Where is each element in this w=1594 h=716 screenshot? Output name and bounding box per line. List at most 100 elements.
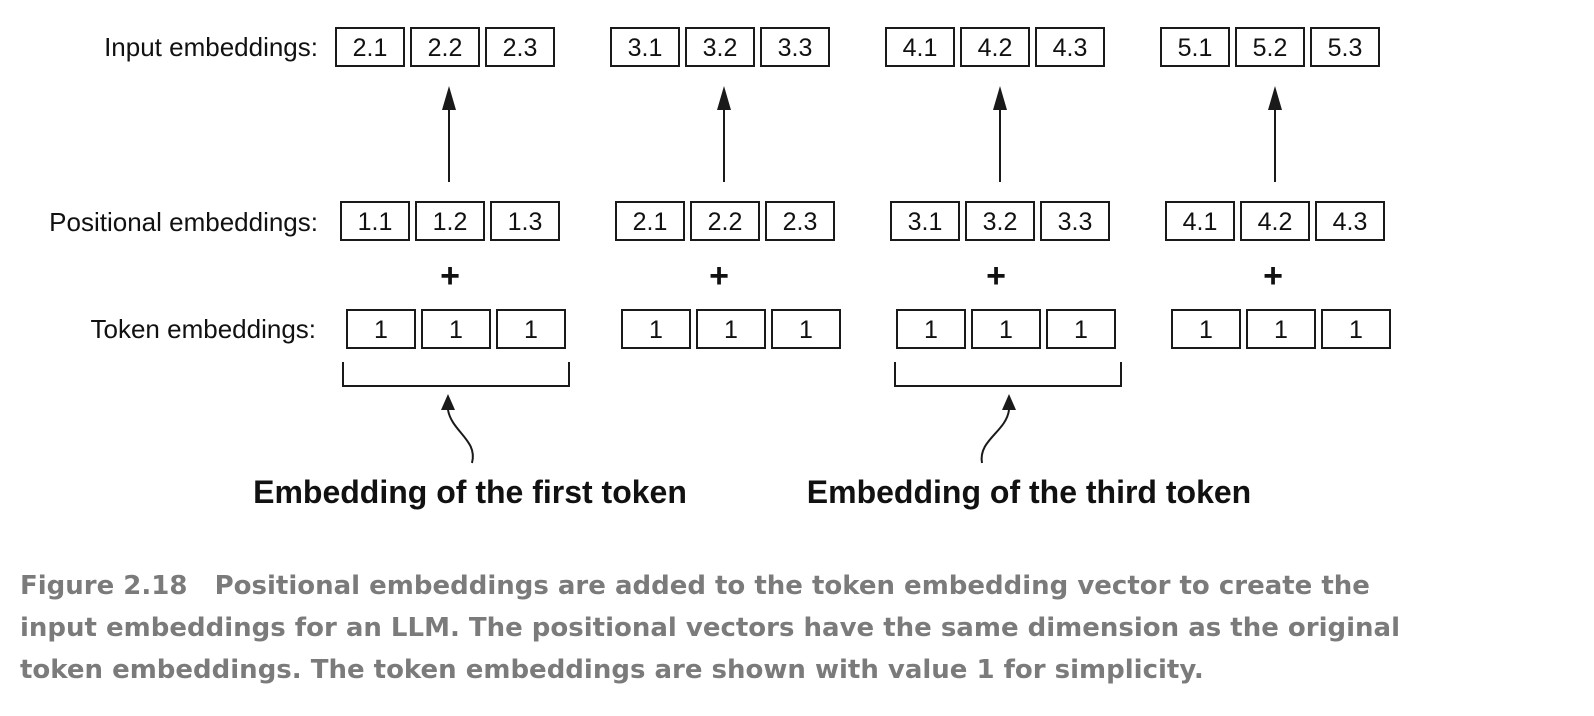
positional-cell-value: 4.1 <box>1183 208 1218 236</box>
input-cell-box <box>1160 27 1230 67</box>
token-cell-value: 1 <box>1274 316 1288 344</box>
third-token-pointer-arrowhead <box>1002 394 1016 410</box>
token-cell-box <box>496 309 566 349</box>
plus-sign-1: + <box>440 257 460 295</box>
token-cell-box <box>421 309 491 349</box>
sum-arrowhead-3 <box>993 86 1007 110</box>
input-cell-box <box>1310 27 1380 67</box>
input-cell-box <box>610 27 680 67</box>
token-vector-2: 1 1 1 <box>621 309 841 349</box>
input-cell-value: 3.2 <box>703 34 738 62</box>
input-cell-box <box>410 27 480 67</box>
input-cell-value: 4.3 <box>1053 34 1088 62</box>
token-cell-box <box>1246 309 1316 349</box>
figure-caption: Figure 2.18 Positional embeddings are ad… <box>20 565 1420 691</box>
input-cell-value: 4.2 <box>978 34 1013 62</box>
third-token-annotation: Embedding of the third token <box>807 474 1251 510</box>
arrows: + + + + <box>440 86 1283 295</box>
input-cell-value: 5.2 <box>1253 34 1288 62</box>
third-token-bracket <box>894 362 1122 387</box>
token-cell-value: 1 <box>374 316 388 344</box>
sum-arrowhead-1 <box>442 86 456 110</box>
input-cell-box <box>760 27 830 67</box>
positional-cell-box <box>890 201 960 241</box>
positional-cell-box <box>690 201 760 241</box>
positional-cell-box <box>1165 201 1235 241</box>
token-cell-value: 1 <box>1349 316 1363 344</box>
token-cell-box <box>696 309 766 349</box>
input-vector-2: 3.1 3.2 3.3 <box>610 27 830 67</box>
positional-cell-value: 1.2 <box>433 208 468 236</box>
positional-cell-value: 3.3 <box>1058 208 1093 236</box>
positional-cell-value: 2.2 <box>708 208 743 236</box>
token-cell-box <box>896 309 966 349</box>
token-cell-box <box>346 309 416 349</box>
positional-cell-box <box>1315 201 1385 241</box>
token-cell-box <box>1171 309 1241 349</box>
token-vector-1: 1 1 1 <box>346 309 566 349</box>
input-cell-value: 2.3 <box>503 34 538 62</box>
positional-cell-box <box>415 201 485 241</box>
first-token-pointer-arrowhead <box>441 394 455 410</box>
input-cell-box <box>485 27 555 67</box>
input-cell-box <box>1035 27 1105 67</box>
first-token-pointer <box>447 409 474 464</box>
token-cell-value: 1 <box>924 316 938 344</box>
input-cell-value: 3.3 <box>778 34 813 62</box>
caption-text: Positional embeddings are added to the t… <box>20 571 1400 685</box>
input-cell-box <box>1235 27 1305 67</box>
positional-vector-4: 4.1 4.2 4.3 <box>1165 201 1385 241</box>
positional-cell-box <box>1040 201 1110 241</box>
positional-embeddings-label: Positional embeddings: <box>49 207 318 237</box>
token-cell-value: 1 <box>524 316 538 344</box>
token-cell-value: 1 <box>1074 316 1088 344</box>
positional-cell-value: 1.1 <box>358 208 393 236</box>
input-cell-box <box>685 27 755 67</box>
input-vector-1: 2.1 2.2 2.3 <box>335 27 555 67</box>
token-cell-box <box>971 309 1041 349</box>
token-cell-value: 1 <box>449 316 463 344</box>
token-cell-box <box>771 309 841 349</box>
token-cell-value: 1 <box>649 316 663 344</box>
token-vector-3: 1 1 1 <box>896 309 1116 349</box>
sum-arrowhead-2 <box>717 86 731 110</box>
first-token-bracket <box>342 362 570 387</box>
input-cell-value: 2.1 <box>353 34 388 62</box>
token-cell-box <box>621 309 691 349</box>
token-vector-4: 1 1 1 <box>1171 309 1391 349</box>
positional-cell-box <box>340 201 410 241</box>
positional-cell-box <box>490 201 560 241</box>
input-embeddings-label: Input embeddings: <box>104 32 318 62</box>
positional-cell-value: 3.2 <box>983 208 1018 236</box>
token-cell-value: 1 <box>799 316 813 344</box>
positional-cell-box <box>765 201 835 241</box>
token-cell-box <box>1321 309 1391 349</box>
positional-cell-value: 4.2 <box>1258 208 1293 236</box>
token-cell-value: 1 <box>1199 316 1213 344</box>
positional-cell-value: 2.3 <box>783 208 818 236</box>
token-cell-value: 1 <box>724 316 738 344</box>
plus-sign-3: + <box>986 257 1006 295</box>
positional-cell-value: 3.1 <box>908 208 943 236</box>
sum-arrowhead-4 <box>1268 86 1282 110</box>
positional-cell-box <box>615 201 685 241</box>
positional-cell-box <box>1240 201 1310 241</box>
positional-cell-value: 2.1 <box>633 208 668 236</box>
plus-sign-2: + <box>709 257 729 295</box>
first-token-annotation: Embedding of the first token <box>253 474 687 510</box>
plus-sign-4: + <box>1263 257 1283 295</box>
input-cell-value: 5.3 <box>1328 34 1363 62</box>
positional-cell-box <box>965 201 1035 241</box>
positional-cell-value: 4.3 <box>1333 208 1368 236</box>
positional-vector-2: 2.1 2.2 2.3 <box>615 201 835 241</box>
caption-label: Figure 2.18 <box>20 571 188 601</box>
input-cell-value: 3.1 <box>628 34 663 62</box>
input-cell-box <box>960 27 1030 67</box>
input-cell-box <box>335 27 405 67</box>
token-cell-value: 1 <box>999 316 1013 344</box>
input-cell-value: 2.2 <box>428 34 463 62</box>
